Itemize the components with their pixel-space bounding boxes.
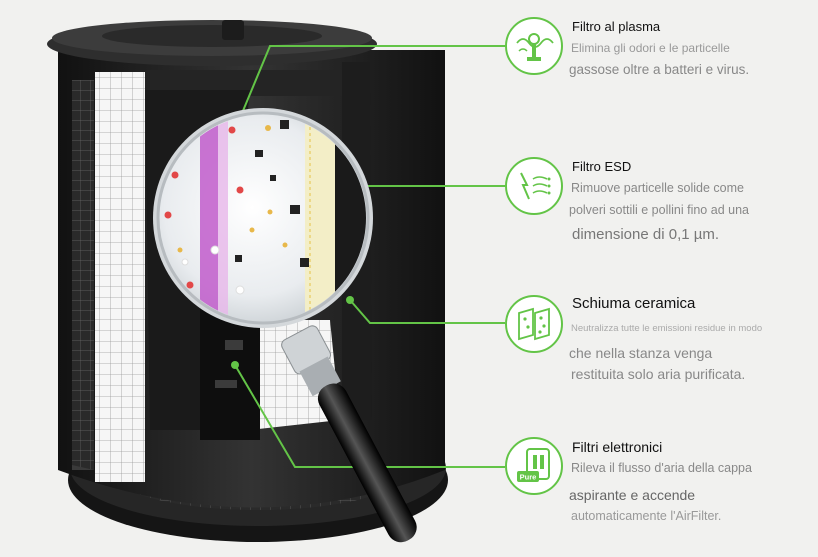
esd-filter-icon xyxy=(520,172,551,200)
feature-description-line: gassose oltre a batteri e virus. xyxy=(569,62,750,77)
electronic-filter-badge: Pure xyxy=(505,437,563,495)
feature-description-line: restituita solo aria purificata. xyxy=(571,366,746,382)
feature-esd-filter: Filtro ESD Rimuove particelle solide com… xyxy=(505,157,810,257)
feature-description-line: polveri sottili e pollini fino ad una xyxy=(569,203,749,217)
electronic-filter-icon: Pure xyxy=(517,448,550,482)
feature-description-line: dimensione di 0,1 µm. xyxy=(572,226,720,243)
feature-title: Filtro ESD xyxy=(572,159,632,174)
feature-description-line: Neutralizza tutte le emissioni residue i… xyxy=(571,323,763,334)
feature-description-line: che nella stanza venga xyxy=(569,345,713,361)
plasma-filter-icon xyxy=(516,33,554,61)
feature-description-line: Rimuove particelle solide come xyxy=(571,181,744,195)
pure-badge-text: Pure xyxy=(520,473,537,482)
feature-ceramic-foam: Schiuma ceramica Neutralizza tutte le em… xyxy=(505,295,810,395)
feature-electronic-filters: Pure Filtri elettronici Rileva il flusso… xyxy=(505,437,810,537)
esd-filter-badge xyxy=(505,157,563,215)
ceramic-foam-badge xyxy=(505,295,563,353)
feature-title: Filtro al plasma xyxy=(572,19,661,34)
feature-title: Schiuma ceramica xyxy=(572,295,696,312)
plasma-filter-badge xyxy=(505,17,563,75)
feature-title: Filtri elettronici xyxy=(572,439,663,455)
feature-description-line: Elimina gli odori e le particelle xyxy=(571,41,730,55)
ceramic-foam-icon xyxy=(518,307,550,341)
feature-description-line: aspirante e accende xyxy=(569,487,696,503)
feature-plasma-filter: Filtro al plasma Elimina gli odori e le … xyxy=(505,17,810,117)
feature-description-line: Rileva il flusso d'aria della cappa xyxy=(571,461,752,475)
feature-description-line: automaticamente l'AirFilter. xyxy=(571,509,722,523)
